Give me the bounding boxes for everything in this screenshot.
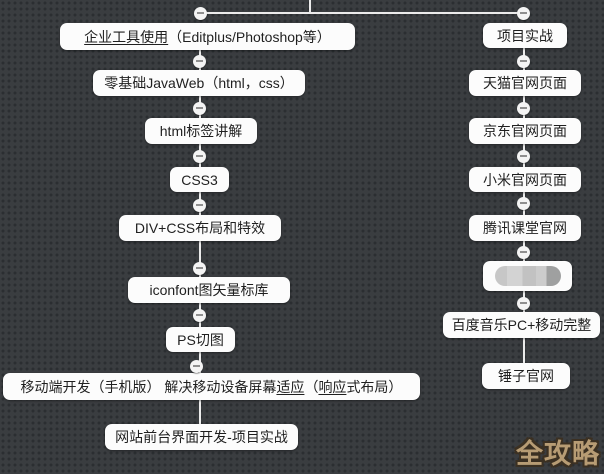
- topic-html-tags[interactable]: html标签讲解: [145, 118, 257, 144]
- topic-label: html标签讲解: [159, 123, 243, 139]
- collapse-minus-icon[interactable]: [193, 102, 206, 115]
- topic-label: 腾讯课堂官网: [483, 220, 567, 236]
- topic-label-link: 适应: [276, 378, 305, 395]
- connector-line: [199, 240, 201, 277]
- topic-label: 移动端开发（手机版） 解决移动设备屏幕: [20, 378, 277, 395]
- branch-connector-line: [200, 12, 525, 14]
- topic-label: （Editplus/Photoshop等）: [168, 28, 331, 45]
- connector-line: [199, 400, 201, 424]
- topic-label: （: [304, 378, 319, 395]
- topic-censored[interactable]: [483, 261, 572, 291]
- collapse-minus-icon[interactable]: [193, 309, 206, 322]
- topic-label: 小米官网页面: [483, 171, 567, 188]
- collapse-minus-icon[interactable]: [193, 150, 206, 163]
- topic-css3[interactable]: CSS3: [170, 167, 229, 192]
- collapse-minus-icon[interactable]: [517, 7, 530, 20]
- topic-label: iconfont图矢量标库: [149, 282, 269, 298]
- topic-label: DIV+CSS布局和特效: [134, 220, 266, 236]
- topic-enterprise-tools[interactable]: 企业工具使用（Editplus/Photoshop等）: [60, 23, 355, 50]
- topic-label-link: 企业工具使用: [84, 28, 169, 45]
- topic-label: 零基础JavaWeb（html，css）: [104, 75, 294, 91]
- connector-line: [523, 338, 525, 363]
- topic-label: PS切图: [177, 331, 224, 348]
- collapse-minus-icon[interactable]: [190, 360, 203, 373]
- topic-tmall-page[interactable]: 天猫官网页面: [469, 70, 581, 96]
- topic-label: 项目实战: [497, 27, 553, 44]
- topic-javaweb-basics[interactable]: 零基础JavaWeb（html，css）: [93, 70, 305, 96]
- topic-project-practice[interactable]: 项目实战: [483, 23, 567, 48]
- topic-label: 百度音乐PC+移动完整: [451, 317, 592, 333]
- watermark-text: 全攻略: [516, 439, 600, 469]
- collapse-minus-icon[interactable]: [517, 55, 530, 68]
- topic-label-link: 响应: [318, 378, 347, 395]
- collapse-minus-icon[interactable]: [517, 246, 530, 259]
- topic-site-frontend-project[interactable]: 网站前台界面开发-项目实战: [105, 424, 298, 450]
- topic-label: 式布局）: [346, 378, 403, 395]
- root-connector-line: [309, 0, 311, 13]
- collapse-minus-icon[interactable]: [194, 7, 207, 20]
- topic-label: 天猫官网页面: [483, 75, 567, 91]
- collapse-minus-icon[interactable]: [517, 102, 530, 115]
- topic-mobile-responsive-dev[interactable]: 移动端开发（手机版） 解决移动设备屏幕适应（响应式布局）: [3, 373, 420, 400]
- topic-smartisan-site[interactable]: 锤子官网: [482, 363, 570, 389]
- collapse-minus-icon[interactable]: [193, 55, 206, 68]
- topic-label: 锤子官网: [498, 368, 554, 384]
- topic-baidu-music[interactable]: 百度音乐PC+移动完整: [443, 312, 600, 338]
- collapse-minus-icon[interactable]: [517, 150, 530, 163]
- topic-div-css-layout[interactable]: DIV+CSS布局和特效: [119, 215, 281, 241]
- topic-label: CSS3: [181, 171, 218, 188]
- collapse-minus-icon[interactable]: [517, 197, 530, 210]
- topic-iconfont-library[interactable]: iconfont图矢量标库: [128, 277, 290, 303]
- topic-ps-slicing[interactable]: PS切图: [166, 327, 235, 352]
- topic-label: 京东官网页面: [483, 123, 567, 139]
- topic-xiaomi-page[interactable]: 小米官网页面: [469, 167, 581, 192]
- collapse-minus-icon[interactable]: [517, 297, 530, 310]
- censored-blur-pill: [494, 266, 561, 286]
- collapse-minus-icon[interactable]: [193, 262, 206, 275]
- collapse-minus-icon[interactable]: [193, 199, 206, 212]
- topic-jd-page[interactable]: 京东官网页面: [469, 118, 581, 144]
- topic-label: 网站前台界面开发-项目实战: [115, 429, 288, 445]
- topic-tencent-classroom[interactable]: 腾讯课堂官网: [469, 215, 581, 241]
